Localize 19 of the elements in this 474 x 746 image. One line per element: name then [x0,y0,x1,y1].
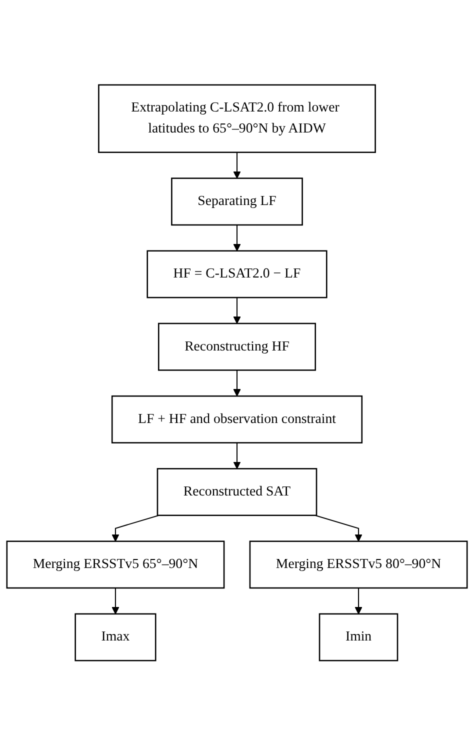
node-box: Merging ERSSTv5 80°–90°N [249,540,468,589]
arrow [233,152,241,179]
node-box: Merging ERSSTv5 65°–90°N [6,540,225,589]
arrow [233,225,241,252]
arrow [112,515,160,542]
node-box: Reconstructed SAT [156,468,318,516]
arrow [354,588,362,614]
arrow [112,588,120,614]
node-box: HF = C-LSAT2.0 − LF [146,250,328,298]
node-box: LF + HF and observation constraint [111,396,363,444]
node-box: Separating LF [171,178,303,226]
node-box: Reconstructing HF [158,323,316,372]
node-box: Imin [318,614,398,662]
node-box: Imax [74,614,156,662]
arrow [233,370,241,397]
arrow [233,443,241,470]
arrow [314,515,362,542]
arrow [233,298,241,324]
node-box: Extrapolating C-LSAT2.0 from lower latitudes to 65°–90°N by AIDW [98,84,376,154]
